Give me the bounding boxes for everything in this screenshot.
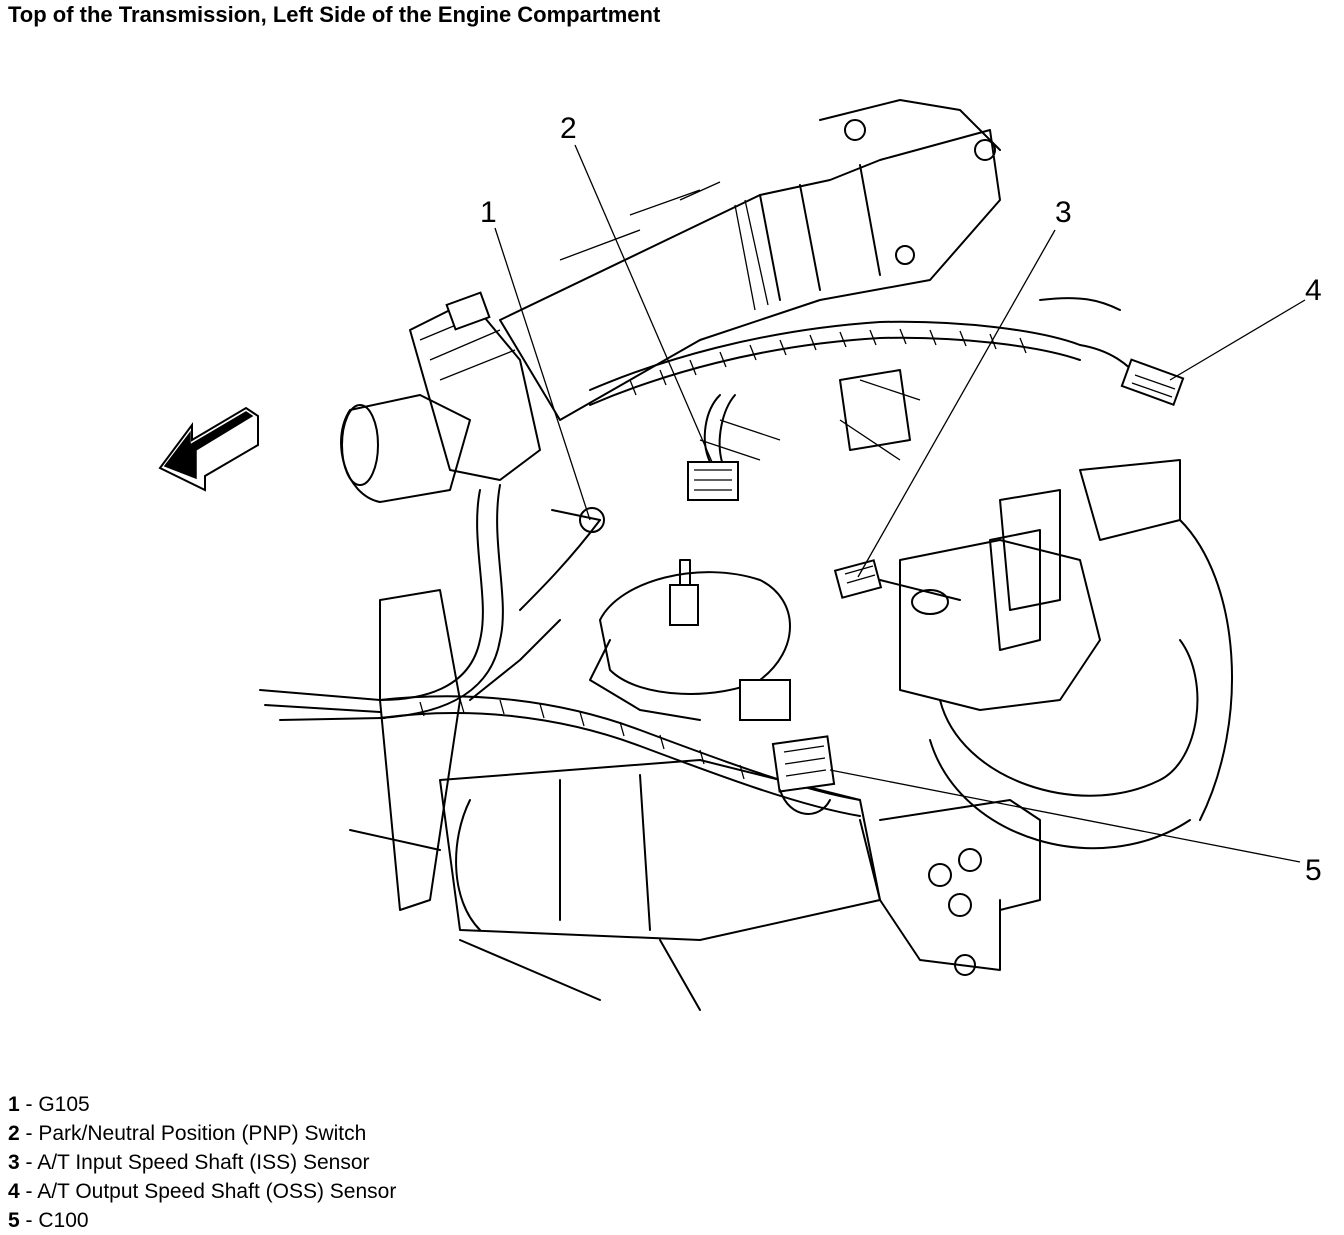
engine-compartment-drawing: 1 2 3 4 5 [158, 99, 1322, 1011]
legend-item: 3 - A/T Input Speed Shaft (ISS) Sensor [8, 1151, 370, 1174]
callout-leaders [494, 144, 1306, 863]
oss-sensor-connector [1120, 358, 1185, 407]
intake-duct [499, 99, 1001, 421]
callout-5: 5 [1305, 854, 1322, 887]
direction-arrow-icon [158, 406, 259, 492]
wiring-harness-upper [589, 297, 1141, 406]
callout-4: 4 [1305, 274, 1322, 307]
callout-2: 2 [560, 112, 577, 145]
page-title: Top of the Transmission, Left Side of th… [8, 2, 661, 27]
legend: 1 - G105 2 - Park/Neutral Position (PNP)… [8, 1090, 396, 1235]
pnp-switch-connector [687, 394, 739, 501]
transmission-body [349, 369, 1233, 1011]
legend-item: 1 - G105 [8, 1093, 90, 1116]
callout-1: 1 [480, 196, 497, 229]
wiring-harness-lower [259, 484, 861, 817]
air-intake-tube [340, 291, 541, 503]
legend-item: 5 - C100 [8, 1209, 89, 1232]
iss-sensor-connector [833, 559, 961, 615]
legend-item: 2 - Park/Neutral Position (PNP) Switch [8, 1122, 367, 1145]
legend-item: 4 - A/T Output Speed Shaft (OSS) Sensor [8, 1180, 397, 1203]
c100-connector [771, 735, 836, 815]
g105-ground [519, 507, 605, 611]
callout-3: 3 [1055, 196, 1072, 229]
